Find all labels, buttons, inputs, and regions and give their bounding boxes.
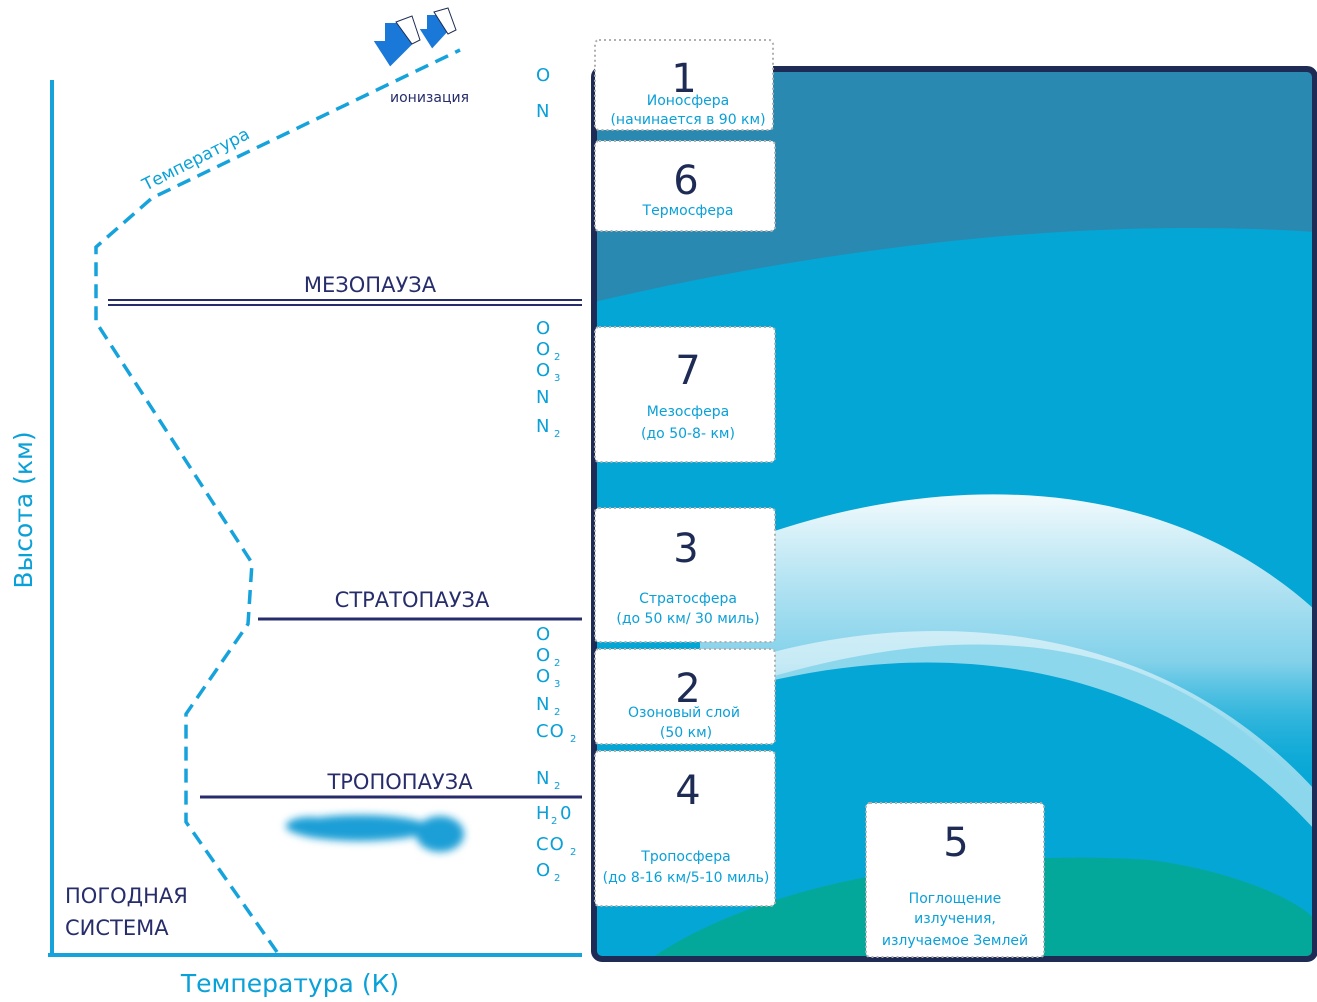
card-subtitle: (до 8-16 км/5-10 миль) (603, 870, 770, 886)
gas-n2: N (536, 416, 550, 437)
card-absorption: 5 Поглощение излучения, излучаемое Земле… (865, 802, 1045, 958)
weather-system-line2: СИСТЕМА (65, 916, 169, 940)
gas-o: O (536, 65, 551, 86)
panel-frame (591, 66, 1317, 962)
gas-sub: 2 (554, 429, 560, 440)
gas-n: N (536, 387, 550, 408)
card-ozone: 2 Озоновый слой (50 км) (594, 648, 776, 745)
gas-sub: 2 (570, 847, 576, 858)
gas-o3: O (536, 666, 551, 687)
gases-bottom: N 2 H 2 0 CO 2 O 2 (536, 768, 576, 884)
card-number: 5 (943, 820, 968, 866)
y-axis-label: Высота (км) (9, 431, 38, 588)
gas-sub: 2 (554, 781, 560, 792)
card-subtitle: (до 50 км/ 30 миль) (616, 611, 759, 627)
weather-system-line1: ПОГОДНАЯ (65, 884, 188, 908)
card-title: Термосфера (642, 203, 734, 219)
card-number: 4 (675, 768, 700, 814)
stratosphere-band (700, 494, 1315, 800)
card-number: 2 (675, 666, 700, 712)
gas-o2: O (536, 339, 551, 360)
gas-sub: 2 (554, 352, 560, 363)
stratopause-label: СТРАТОПАУЗА (335, 588, 490, 612)
gas-o2: O (536, 645, 551, 666)
ozone-band (700, 630, 1315, 830)
card-mesosphere: 7 Мезосфера (до 50-8- км) (594, 326, 776, 463)
gas-o: O (536, 318, 551, 339)
card-subtitle: (50 км) (660, 725, 712, 741)
ionization-label: ионизация (390, 90, 469, 106)
gas-co2: CO (536, 721, 565, 742)
ionization-arrows-icon (370, 7, 457, 70)
card-title: Ионосфера (647, 93, 730, 109)
gases-top: O N (536, 65, 551, 122)
gas-h2o-tail: 0 (560, 803, 572, 824)
mesopause-label: МЕЗОПАУЗА (304, 273, 437, 297)
gas-h2o: H (536, 803, 551, 824)
gas-n2: N (536, 768, 550, 789)
gas-n2: N (536, 694, 550, 715)
card-troposphere: 4 Тропосфера (до 8-16 км/5-10 миль) (594, 750, 776, 907)
card-number: 6 (673, 158, 698, 204)
card-number: 7 (675, 348, 700, 394)
gas-sub: 2 (554, 658, 560, 669)
card-number: 1 (671, 56, 696, 102)
card-ionosphere: 1 Ионосфера (начинается в 90 км) (594, 39, 774, 131)
card-line2: излучения, (914, 911, 996, 927)
card-stratosphere: 3 Стратосфера (до 50 км/ 30 миль) (594, 507, 776, 643)
card-line3: излучаемое Землей (882, 933, 1028, 949)
gas-n: N (536, 101, 550, 122)
gases-lower: O O 2 O 3 N 2 CO 2 (536, 624, 576, 745)
gas-sub: 2 (570, 734, 576, 745)
temperature-curve-label: Температура (138, 124, 253, 196)
card-subtitle: (до 50-8- км) (641, 426, 735, 442)
card-thermosphere: 6 Термосфера (594, 140, 776, 232)
card-title: Стратосфера (639, 591, 737, 607)
gas-sub: 2 (554, 707, 560, 718)
card-title: Тропосфера (640, 849, 730, 865)
card-title: Озоновый слой (628, 705, 740, 721)
x-axis-label: Температура (К) (180, 969, 399, 998)
tropopause-label: ТРОПОПАУЗА (326, 770, 473, 794)
gas-o3: O (536, 360, 551, 381)
temperature-curve (94, 48, 461, 954)
card-number: 3 (673, 526, 698, 572)
gas-o2: O (536, 860, 551, 881)
gas-sub: 2 (551, 816, 557, 827)
card-title: Мезосфера (647, 404, 729, 420)
gases-middle: O O 2 O 3 N N 2 (536, 318, 560, 440)
gas-sub: 2 (554, 873, 560, 884)
card-title: Поглощение (909, 891, 1002, 907)
gas-sub: 3 (554, 679, 560, 690)
gas-co2: CO (536, 834, 565, 855)
gas-o: O (536, 624, 551, 645)
cloud-icon (286, 815, 464, 852)
gas-sub: 3 (554, 373, 560, 384)
card-subtitle: (начинается в 90 км) (610, 112, 765, 128)
